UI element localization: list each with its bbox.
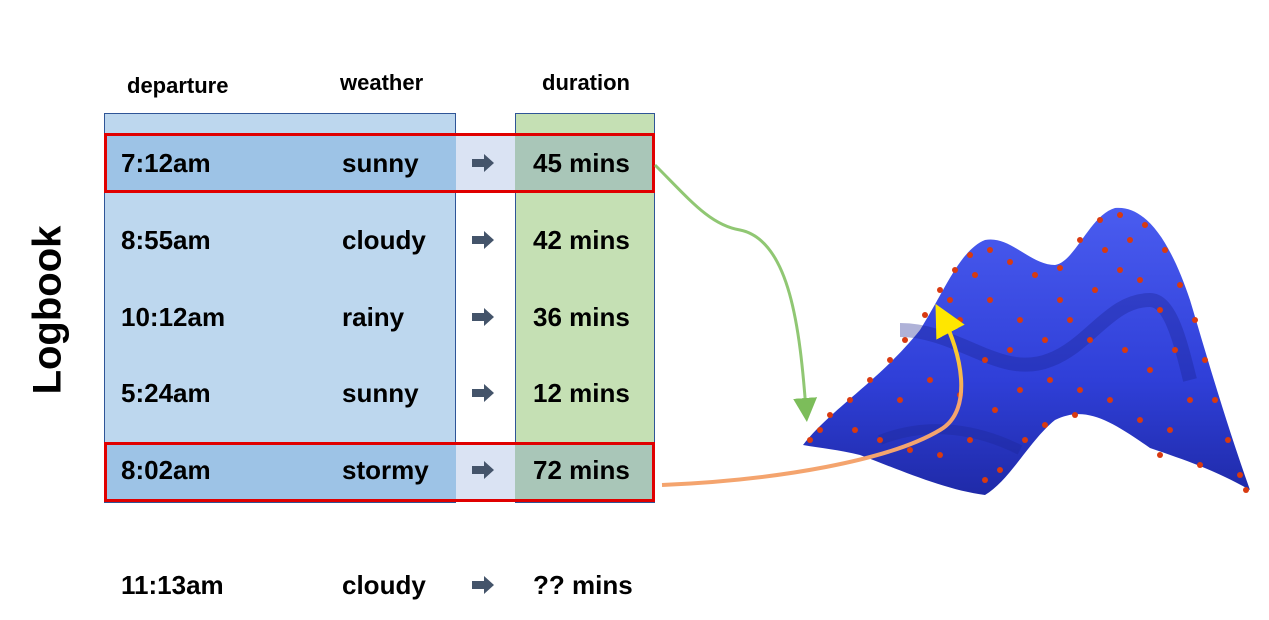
right-arrow-icon — [472, 384, 494, 402]
table-row: 7:12am sunny 45 mins — [0, 143, 700, 183]
surface-shading — [878, 424, 1023, 455]
connector-bottom — [661, 303, 965, 487]
connector-top — [653, 163, 818, 422]
right-arrow-icon — [472, 461, 494, 479]
highlight-box — [104, 442, 655, 502]
departure-cell: 10:12am — [121, 302, 226, 332]
right-arrow-icon — [472, 154, 494, 172]
departure-cell: 8:55am — [121, 225, 211, 255]
right-arrow-icon — [472, 308, 494, 326]
query-weather-cell: cloudy — [342, 570, 426, 600]
departure-cell: 8:02am — [121, 455, 211, 485]
duration-cell: 36 mins — [533, 302, 630, 332]
highlight-box — [104, 133, 655, 193]
departure-cell: 5:24am — [121, 378, 211, 408]
duration-header: duration — [542, 70, 630, 95]
table-row: 10:12am rainy 36 mins — [0, 297, 700, 337]
surface-shading — [899, 292, 1197, 382]
departure-header: departure — [127, 73, 229, 98]
duration-cell: 12 mins — [533, 378, 630, 408]
weather-cell: stormy — [342, 455, 429, 485]
departure-cell: 7:12am — [121, 148, 211, 178]
table-row: 8:02am stormy 72 mins — [0, 450, 700, 490]
right-arrow-icon — [472, 231, 494, 249]
data-points — [807, 212, 1249, 493]
row-highlight-fill — [104, 133, 456, 193]
query-departure-cell: 11:13am — [121, 570, 224, 600]
weather-cell: sunny — [342, 378, 419, 408]
table-row: 5:24am sunny 12 mins — [0, 373, 700, 413]
weather-cell: rainy — [342, 302, 405, 332]
duration-cell: 45 mins — [533, 148, 630, 178]
query-row: 11:13am cloudy ?? mins — [0, 565, 700, 605]
row-highlight-fill — [104, 442, 456, 502]
duration-cell: 42 mins — [533, 225, 630, 255]
weather-cell: sunny — [342, 148, 419, 178]
row-highlight-fill — [515, 133, 655, 193]
weather-cell: cloudy — [342, 225, 426, 255]
duration-cell: 72 mins — [533, 455, 630, 485]
query-duration-cell: ?? mins — [533, 570, 633, 600]
right-arrow-icon — [472, 576, 494, 594]
table-row: 8:55am cloudy 42 mins — [0, 220, 700, 260]
weather-header: weather — [340, 70, 424, 95]
row-highlight-fill — [515, 442, 655, 502]
